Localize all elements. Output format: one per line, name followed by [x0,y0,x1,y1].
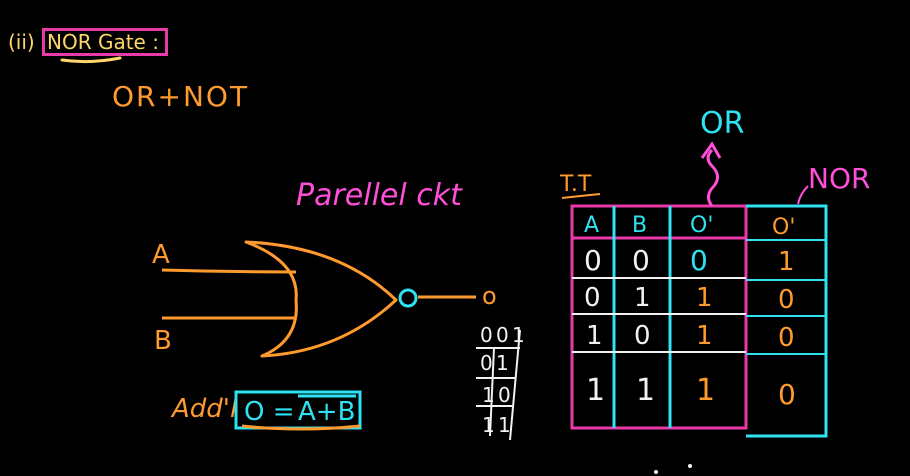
stray-dot [654,470,658,474]
cell-r1-nor: 1 [778,247,795,277]
nor-arrow-icon [797,185,809,205]
cell-r3-nor: 0 [778,323,795,353]
cell-r3-a: 1 [586,321,603,351]
stray-dot [688,464,692,468]
nor-column-frame [746,204,828,438]
input-a-label: A [152,240,170,270]
formula-underline [241,424,361,431]
or-arrow-squiggle [706,148,719,207]
gate-output-label: o [482,282,497,310]
scratch-vline [509,329,521,441]
scratch-r3-c2: 0 [498,383,511,407]
scratch-r4-c2: 1 [498,413,511,437]
cell-r1-a: 0 [584,244,602,277]
scratch-vline [489,347,495,437]
cell-r4-a: 1 [586,373,605,408]
header-nor-output: O' [772,215,795,240]
parallel-circuit-label: Parellel ckt [296,178,462,213]
cell-r3-b: 0 [634,321,651,351]
section-number: (ii) [8,30,35,54]
input-a-wire [161,268,297,274]
cell-r1-b: 0 [632,244,650,277]
cell-r4-nor: 0 [778,378,796,411]
input-b-label: B [154,326,172,356]
not-bubble-icon [398,288,418,308]
scratch-r1-c1: 0 [480,323,493,347]
scratch-r1-c2: 0 [496,323,509,347]
or-output-label: OR [700,106,745,141]
header-a: A [584,213,599,238]
or-gate-body [244,240,398,358]
formula-right: A+B [298,397,355,427]
header-b: B [632,213,647,238]
truth-table-label: T.T [560,172,592,197]
gate-composition-label: OR+NOT [112,80,250,113]
nor-output-label: NOR [808,162,871,195]
scratch-r2-c2: 1 [496,351,509,375]
cell-r2-b: 1 [634,283,651,313]
cell-r2-or: 1 [696,283,713,313]
tt-underline [561,193,601,199]
or-arrow-head-icon [700,141,722,159]
cell-r3-or: 1 [696,321,713,351]
scratch-r1-c3: 1 [512,323,525,347]
formula-prefix: Add'l [172,394,238,424]
cell-r2-nor: 0 [778,285,795,315]
formula-left: O = [244,397,295,427]
cell-r2-a: 0 [584,283,601,313]
title-underline [60,56,122,64]
cell-r1-or: 0 [690,244,708,277]
scratch-r4-c1: 1 [482,413,495,437]
header-or-output: O' [690,213,713,238]
scratch-r2-c1: 0 [480,351,493,375]
section-title: NOR Gate : [42,28,168,56]
cell-r4-b: 1 [636,373,655,408]
cell-r4-or: 1 [696,373,715,408]
